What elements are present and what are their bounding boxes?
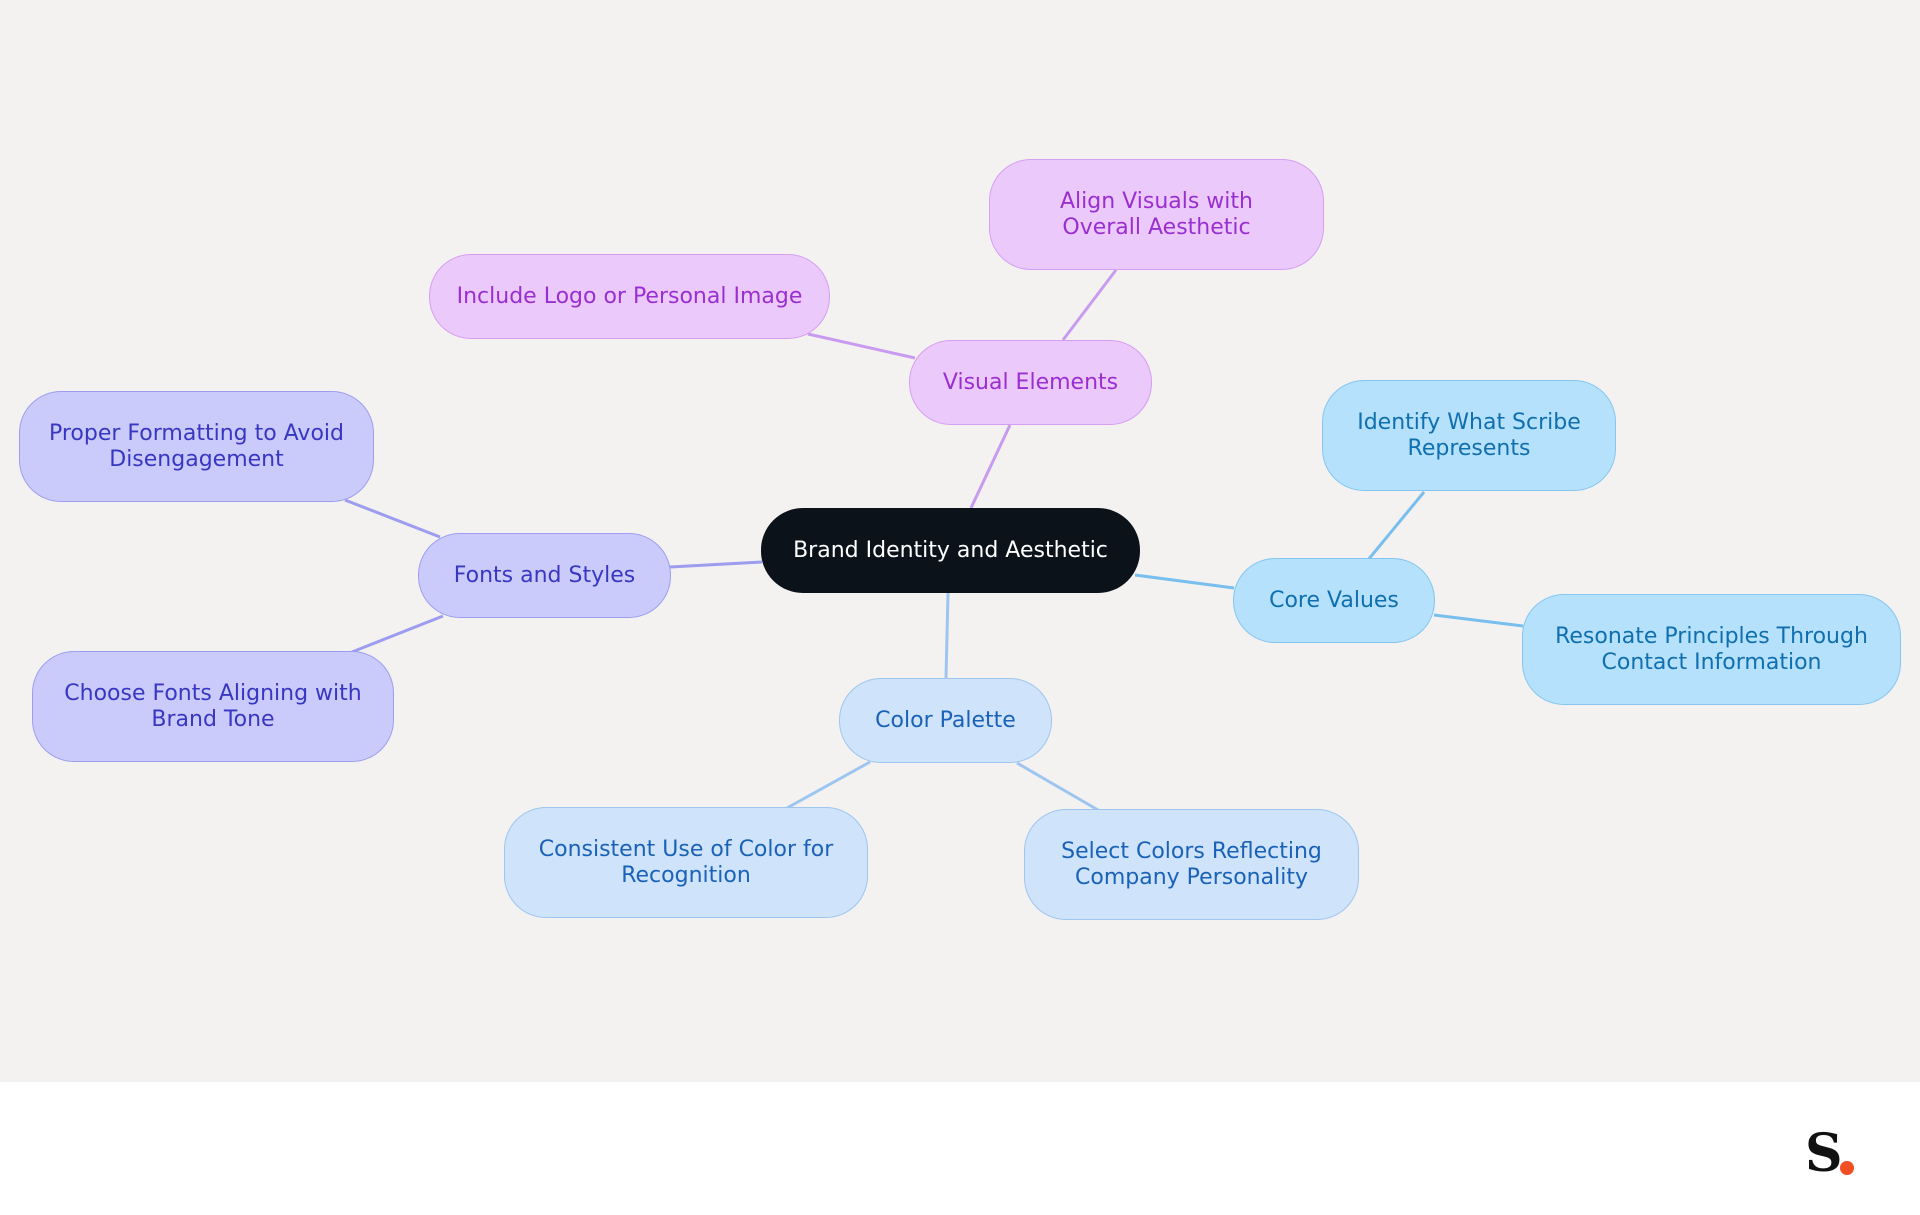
edge-color-consistent bbox=[786, 760, 871, 810]
leaf-select-colors-label: Select Colors Reflecting Company Persona… bbox=[1061, 838, 1322, 890]
footer-bar bbox=[0, 1082, 1920, 1215]
logo-letter: S bbox=[1805, 1123, 1843, 1184]
edge-visual-align bbox=[1061, 269, 1118, 341]
leaf-proper-formatting-label: Proper Formatting to Avoid Disengagement bbox=[48, 420, 344, 472]
leaf-align-visuals[interactable]: Align Visuals with Overall Aesthetic bbox=[989, 159, 1324, 270]
leaf-choose-fonts-label: Choose Fonts Aligning with Brand Tone bbox=[64, 680, 362, 732]
leaf-choose-fonts[interactable]: Choose Fonts Aligning with Brand Tone bbox=[32, 651, 394, 762]
leaf-include-logo[interactable]: Include Logo or Personal Image bbox=[429, 254, 830, 339]
leaf-resonate-principles[interactable]: Resonate Principles Through Contact Info… bbox=[1522, 594, 1901, 705]
branch-visual-label: Visual Elements bbox=[942, 369, 1119, 395]
logo-dot-icon bbox=[1840, 1161, 1854, 1175]
leaf-include-logo-label: Include Logo or Personal Image bbox=[456, 283, 803, 309]
edge-core-resonate bbox=[1433, 613, 1524, 628]
branch-core-values[interactable]: Core Values bbox=[1233, 558, 1435, 643]
root-node[interactable]: Brand Identity and Aesthetic bbox=[761, 508, 1140, 593]
leaf-identify-scribe-label: Identify What Scribe Represents bbox=[1357, 409, 1581, 461]
edge-core-identify bbox=[1366, 491, 1426, 561]
branch-fonts-label: Fonts and Styles bbox=[453, 562, 636, 588]
leaf-proper-formatting[interactable]: Proper Formatting to Avoid Disengagement bbox=[19, 391, 374, 502]
leaf-resonate-principles-label: Resonate Principles Through Contact Info… bbox=[1555, 623, 1868, 675]
edge-root-visual bbox=[969, 424, 1012, 509]
brand-logo[interactable]: S bbox=[1805, 1123, 1865, 1184]
branch-fonts-and-styles[interactable]: Fonts and Styles bbox=[418, 533, 671, 618]
edge-fonts-choose bbox=[351, 614, 444, 654]
edge-root-fonts bbox=[669, 560, 763, 569]
branch-color-palette[interactable]: Color Palette bbox=[839, 678, 1052, 763]
branch-core-label: Core Values bbox=[1269, 587, 1399, 613]
leaf-consistent-color-label: Consistent Use of Color for Recognition bbox=[538, 836, 834, 888]
leaf-identify-scribe[interactable]: Identify What Scribe Represents bbox=[1322, 380, 1616, 491]
edge-visual-logo bbox=[807, 332, 916, 360]
branch-visual-elements[interactable]: Visual Elements bbox=[909, 340, 1152, 425]
leaf-align-visuals-label: Align Visuals with Overall Aesthetic bbox=[1060, 188, 1253, 240]
connector-lines bbox=[344, 269, 1524, 812]
mindmap-canvas: Brand Identity and Aesthetic Visual Elem… bbox=[0, 0, 1920, 1082]
edge-color-select bbox=[1016, 761, 1099, 812]
edge-root-core bbox=[1134, 573, 1235, 590]
branch-color-label: Color Palette bbox=[875, 707, 1016, 733]
edge-fonts-formatting bbox=[344, 498, 441, 539]
leaf-consistent-color[interactable]: Consistent Use of Color for Recognition bbox=[504, 807, 868, 918]
root-label: Brand Identity and Aesthetic bbox=[793, 537, 1108, 563]
edge-root-color bbox=[944, 592, 950, 679]
leaf-select-colors[interactable]: Select Colors Reflecting Company Persona… bbox=[1024, 809, 1359, 920]
